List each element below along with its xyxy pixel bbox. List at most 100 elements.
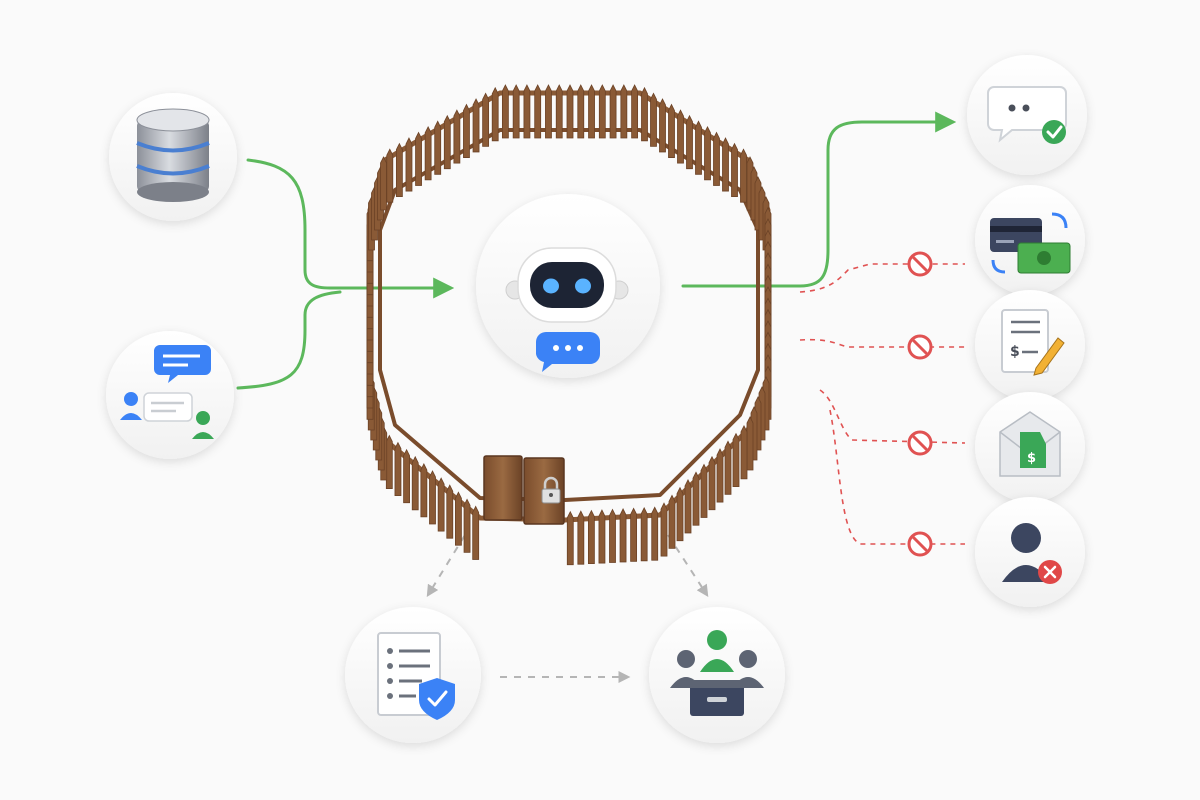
fence-picket	[641, 86, 648, 142]
team-inbox-node[interactable]	[649, 607, 785, 743]
fence-picket	[434, 120, 442, 175]
fence-picket	[403, 448, 410, 504]
fence-picket	[577, 84, 585, 139]
allowed-flow-lines	[236, 111, 957, 390]
fence-picket	[455, 491, 462, 546]
fence-picket	[716, 448, 724, 503]
ai-agent-node[interactable]	[476, 194, 660, 378]
review-flow-lines	[426, 534, 709, 683]
fence-picket	[740, 424, 748, 480]
billing-document-node[interactable]: $	[975, 290, 1085, 400]
blocked-line-payment	[799, 263, 965, 293]
fence-picket	[482, 92, 490, 147]
review-line-to-checklist	[426, 534, 466, 598]
fence-picket	[700, 463, 708, 518]
fence-picket	[695, 120, 702, 175]
fence-picket	[491, 86, 499, 142]
fence-picket	[394, 441, 402, 497]
fence-picket	[386, 148, 394, 203]
fence-picket	[523, 84, 531, 139]
fence-picket	[598, 509, 606, 564]
fence-picket	[545, 84, 552, 139]
fence-picket	[659, 98, 666, 153]
fence-picket	[722, 137, 729, 192]
fence-picket	[424, 125, 432, 181]
fence-picket	[619, 508, 627, 563]
no-entry-icon	[907, 251, 933, 277]
fence-picket	[609, 84, 617, 139]
fence-picket	[555, 84, 563, 139]
fence-picket	[405, 137, 413, 192]
fence-picket	[620, 84, 628, 139]
fence-picket	[740, 148, 747, 203]
fence-picket	[453, 109, 461, 164]
invoice-edit-icon: $	[1001, 309, 1065, 376]
no-entry-icon	[907, 334, 933, 360]
gate-left-door	[483, 455, 523, 521]
fence-picket	[587, 509, 595, 565]
fence-picket	[640, 506, 648, 562]
conversation-node[interactable]	[106, 331, 234, 459]
fence-picket	[651, 506, 659, 561]
reply-message-node[interactable]	[967, 55, 1087, 175]
robot-speech-bubble	[536, 332, 600, 372]
fence-picket	[684, 479, 692, 534]
fence-picket	[472, 505, 480, 560]
fence-picket	[512, 84, 520, 139]
fence-picket	[630, 507, 638, 562]
robot-icon	[505, 247, 629, 372]
price-email-icon: $	[999, 411, 1061, 477]
fence-picket	[676, 486, 684, 542]
fence-picket	[686, 114, 693, 170]
fence-picket	[650, 92, 657, 147]
fence-picket	[385, 434, 393, 489]
no-entry-icon	[907, 430, 933, 456]
fence-picket	[566, 84, 574, 139]
blocked-line-email	[819, 389, 966, 444]
fence-picket	[415, 131, 422, 186]
user-account-node[interactable]	[975, 497, 1085, 607]
blocked-line-billing	[799, 338, 965, 348]
fence-picket	[677, 109, 684, 164]
fence-picket	[588, 84, 595, 139]
fence-picket	[411, 455, 419, 511]
fence-picket	[668, 494, 676, 549]
svg-text:$: $	[1027, 451, 1036, 466]
fence-picket	[692, 471, 700, 526]
fence-picket	[420, 463, 428, 518]
database-node[interactable]	[109, 93, 237, 221]
fence-picket	[437, 477, 445, 532]
fence-picket	[472, 98, 480, 153]
database-icon	[136, 108, 210, 202]
fence-picket	[380, 156, 387, 211]
fence-picket	[731, 142, 738, 198]
team-inbox-icon	[670, 630, 764, 716]
no-entry-icon	[907, 531, 933, 557]
fence-picket	[708, 455, 716, 511]
fence-picket	[501, 84, 509, 139]
fence-picket	[534, 84, 542, 139]
fence-picket	[704, 125, 711, 181]
block-markers	[907, 251, 933, 557]
flow-database-to-agent	[246, 158, 455, 299]
fence-picket	[463, 498, 471, 553]
pricing-email-node[interactable]: $	[975, 392, 1085, 502]
fence-picket	[668, 103, 675, 158]
fence-picket	[429, 470, 436, 525]
payment-transfer-icon	[990, 212, 1071, 274]
fence-picket	[446, 484, 454, 539]
user-denied-icon	[1002, 523, 1062, 584]
chat-approved-icon	[987, 86, 1067, 144]
fence-picket	[732, 432, 740, 487]
fence-picket	[609, 508, 616, 563]
fence-picket	[463, 103, 470, 158]
padlock-icon	[541, 476, 561, 504]
fence-picket	[660, 502, 668, 557]
secure-checklist-icon	[377, 632, 455, 720]
payment-node[interactable]	[975, 185, 1085, 295]
flow-conversation-to-agent	[236, 290, 342, 390]
policy-checklist-node[interactable]	[345, 607, 481, 743]
fence-picket	[443, 114, 451, 170]
flow-agent-to-reply	[681, 111, 957, 288]
